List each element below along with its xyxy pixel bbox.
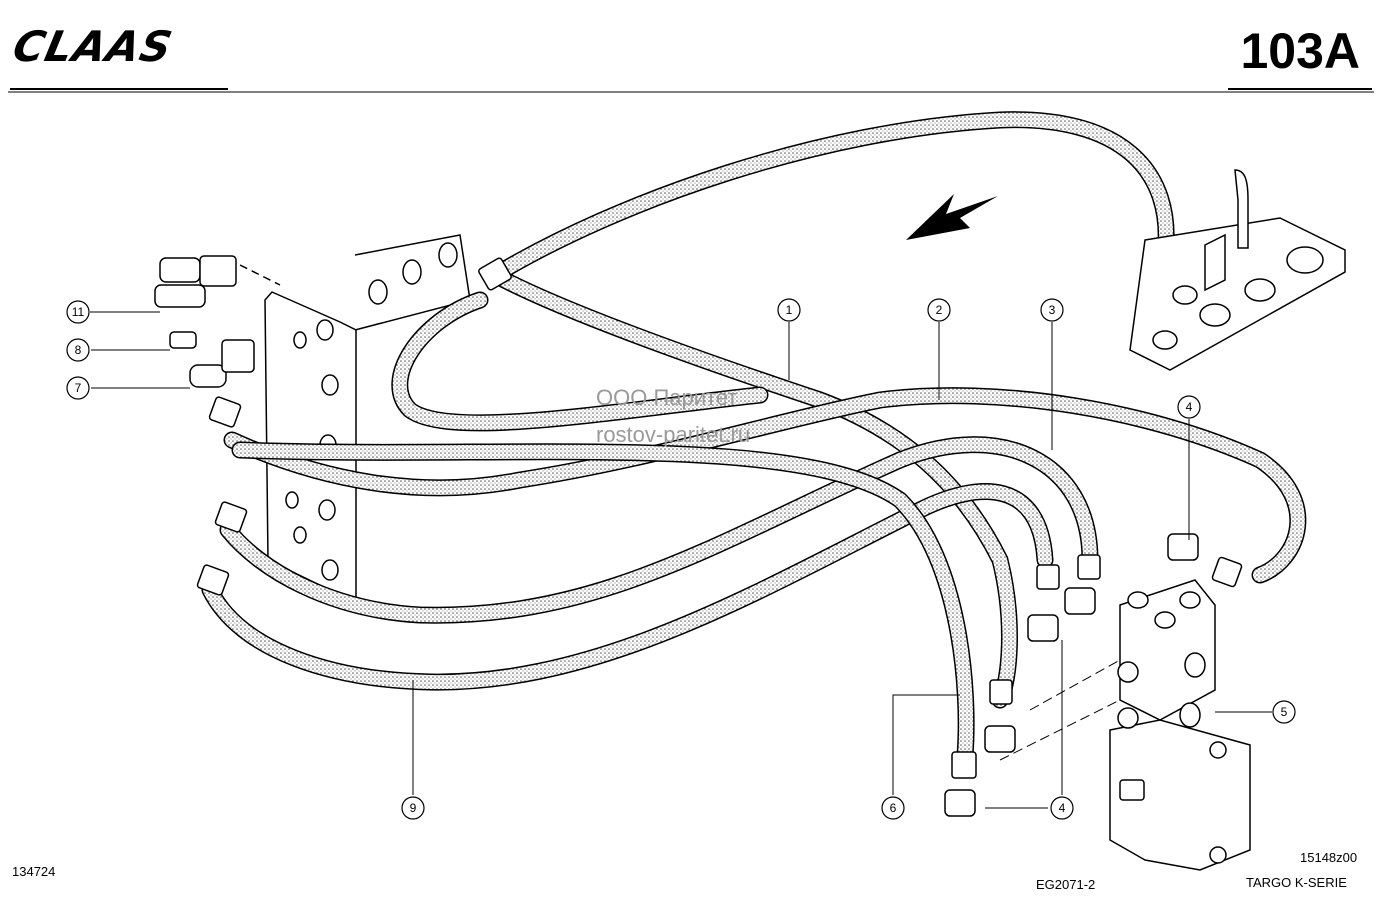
callout-11: 11	[66, 300, 90, 324]
plate-underline	[1228, 88, 1372, 90]
callout-9-label: 9	[410, 801, 417, 815]
callout-4-top-label: 4	[1186, 400, 1193, 414]
callout-1: 1	[777, 298, 801, 322]
leader-lines	[90, 311, 1272, 809]
callout-9: 9	[401, 796, 425, 820]
frame-plate	[354, 234, 471, 331]
callout-7-label: 7	[75, 381, 82, 395]
footer-left-code: 134724	[12, 864, 56, 879]
footer-series: TARGO K-SERIE	[1246, 875, 1347, 890]
callout-6: 6	[881, 796, 905, 820]
left-fittings	[154, 255, 255, 388]
callout-1-label: 1	[786, 303, 793, 317]
logo-underline	[10, 88, 228, 90]
callouts: 1 2 3 4 4 5 6 7 8 9 11	[66, 298, 1296, 820]
watermark-company: ООО Паритет	[596, 385, 738, 410]
callout-8-label: 8	[75, 343, 82, 357]
callout-8: 8	[66, 338, 90, 362]
watermark-url: rostov-paritet.ru	[596, 422, 751, 447]
callout-4-bottom: 4	[1050, 796, 1074, 820]
direction-arrow	[906, 194, 998, 240]
callout-3-label: 3	[1049, 303, 1056, 317]
callout-2: 2	[927, 298, 951, 322]
callout-4-top: 4	[1177, 395, 1201, 419]
callout-2-label: 2	[936, 303, 943, 317]
footer-center-code: EG2071-2	[1036, 877, 1096, 892]
callout-5-label: 5	[1281, 705, 1288, 719]
callout-6-label: 6	[890, 801, 897, 815]
callout-4-bottom-label: 4	[1059, 801, 1066, 815]
callout-11-label: 11	[72, 305, 85, 319]
callout-5: 5	[1272, 700, 1296, 724]
control-valve	[1109, 579, 1251, 871]
callout-7: 7	[66, 376, 90, 400]
distributor-block	[1129, 169, 1346, 371]
hoses	[201, 111, 1307, 764]
callout-3: 3	[1040, 298, 1064, 322]
footer-drawing-code: 15148z00	[1300, 850, 1358, 865]
plate-number: 103A	[1240, 23, 1360, 79]
